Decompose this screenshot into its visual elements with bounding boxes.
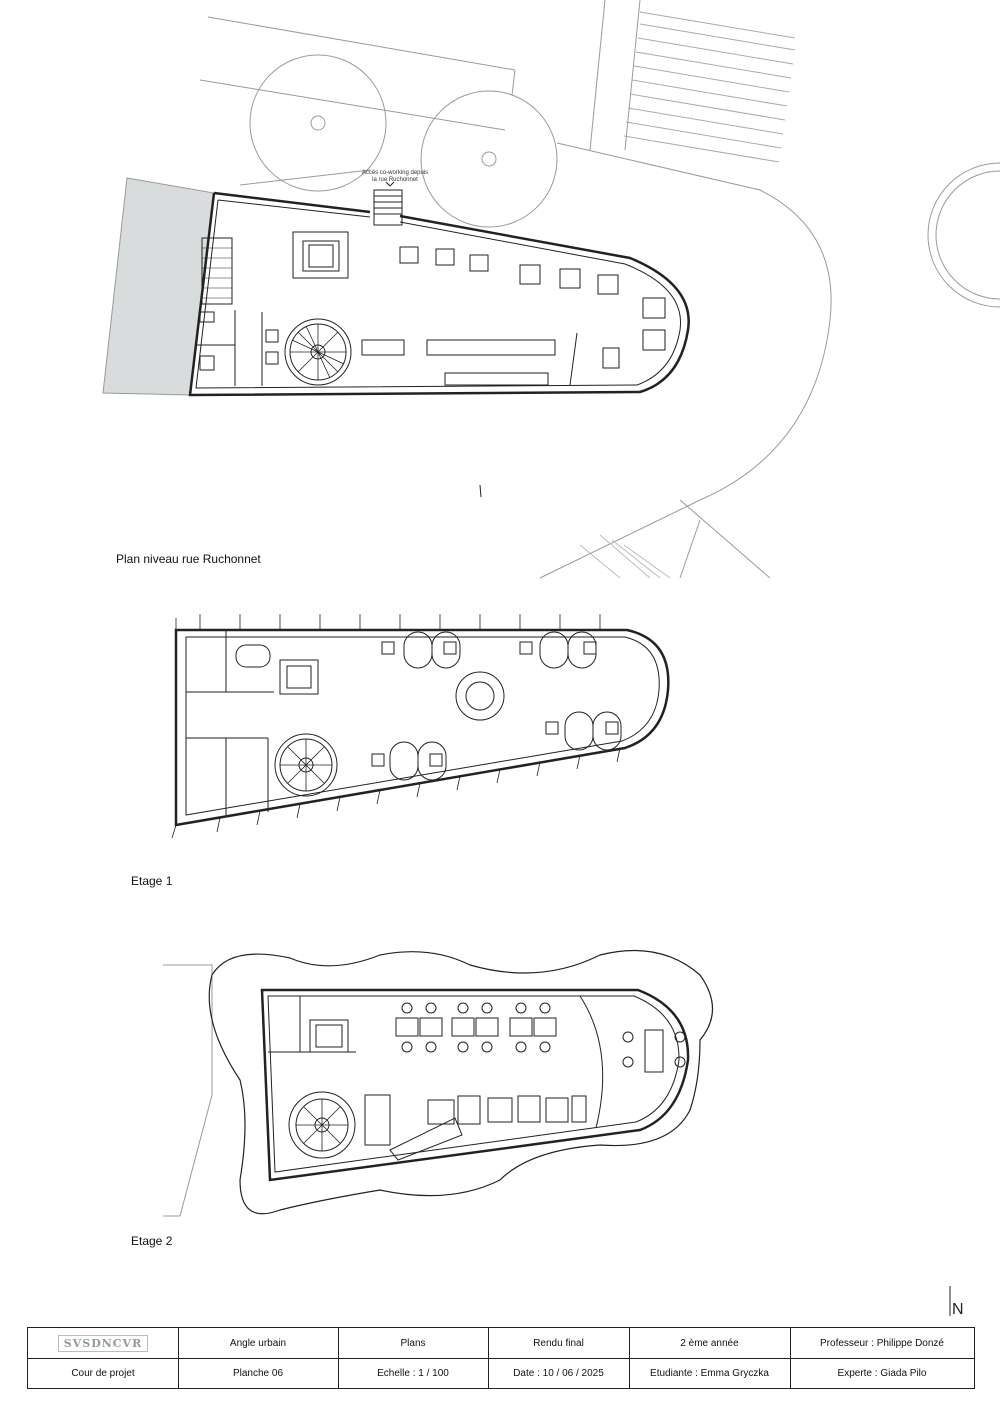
year-cell: 2 ème année bbox=[680, 1337, 739, 1349]
theme-cell: Angle urbain bbox=[229, 1337, 287, 1349]
floor1-plan bbox=[171, 614, 670, 839]
title-block: SVSDNCVR Angle urbain Plans Rendu final … bbox=[27, 1327, 975, 1389]
floor1-title: Etage 1 bbox=[131, 874, 173, 888]
title-block-divider bbox=[28, 1358, 974, 1359]
site-context bbox=[199, 0, 1000, 579]
professor-cell: Professeur : Philippe Donzé bbox=[820, 1337, 944, 1349]
expert-cell: Experte : Giada Pilo bbox=[837, 1367, 927, 1379]
north-arrow-label: N bbox=[952, 1301, 964, 1318]
content-cell: Plans bbox=[400, 1337, 426, 1349]
sheet-cell: Planche 06 bbox=[232, 1367, 284, 1379]
access-note: Accès co-working depuis bbox=[362, 170, 428, 176]
school-logo: SVSDNCVR bbox=[57, 1334, 149, 1352]
date-cell: Date : 10 / 06 / 2025 bbox=[513, 1367, 604, 1379]
student-cell: Etudiante : Emma Gryczka bbox=[650, 1367, 769, 1379]
floor2-title: Etage 2 bbox=[131, 1234, 173, 1248]
ground-floor-plan: Accès co-working depuis la rue Ruchonnet bbox=[102, 170, 690, 397]
ground-plan-title: Plan niveau rue Ruchonnet bbox=[116, 552, 261, 566]
logo-cell: SVSDNCVR bbox=[28, 1328, 178, 1358]
access-note-2: la rue Ruchonnet bbox=[372, 177, 418, 183]
scale-cell: Echelle : 1 / 100 bbox=[377, 1367, 449, 1379]
floor2-plan bbox=[163, 949, 713, 1217]
submission-cell: Rendu final bbox=[533, 1337, 584, 1349]
course-cell: Cour de projet bbox=[71, 1367, 135, 1379]
